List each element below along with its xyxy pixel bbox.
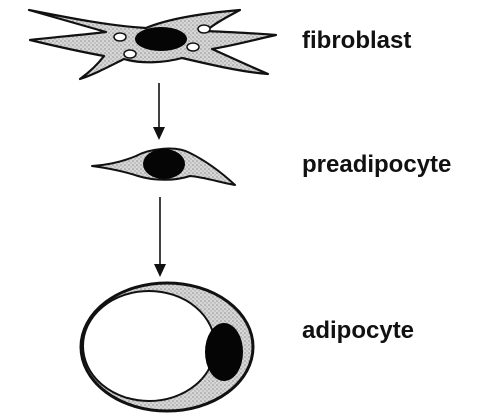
adipocyte-label: adipocyte [302,317,414,344]
adipocyte-cell [81,283,253,411]
differentiation-arrow [153,83,165,140]
preadipocyte-nucleus [143,149,185,179]
preadipocyte-label: preadipocyte [302,151,451,178]
fibroblast-vacuole [114,33,126,41]
fibroblast-cell [29,10,276,79]
adipocyte-lipid-droplet [83,291,215,401]
fibroblast-vacuole [187,43,199,51]
adipocyte-nucleus [205,323,243,381]
fibroblast-nucleus [135,27,187,51]
differentiation-arrow [154,197,166,277]
fibroblast-vacuole [198,25,210,33]
fibroblast-label: fibroblast [302,27,411,54]
fibroblast-vacuole [124,50,136,58]
preadipocyte-cell [92,149,235,185]
